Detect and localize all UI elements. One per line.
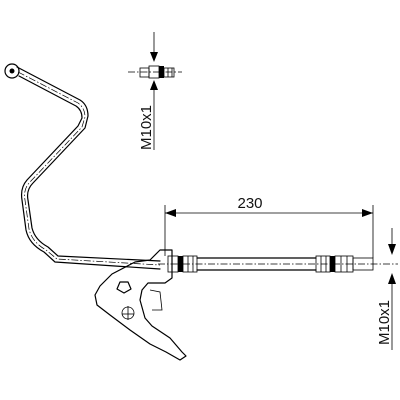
mounting-bracket bbox=[94, 249, 187, 361]
top-thread-label: M10x1 bbox=[138, 105, 155, 150]
top-fitting-detail: M10x1 bbox=[128, 32, 182, 150]
length-label: 230 bbox=[237, 195, 262, 212]
steel-pipe bbox=[4, 63, 161, 270]
right-thread-label: M10x1 bbox=[376, 300, 393, 345]
length-dimension: 230 bbox=[164, 195, 374, 258]
hose-assembly bbox=[158, 255, 398, 273]
right-thread-dimension: M10x1 bbox=[376, 228, 396, 350]
